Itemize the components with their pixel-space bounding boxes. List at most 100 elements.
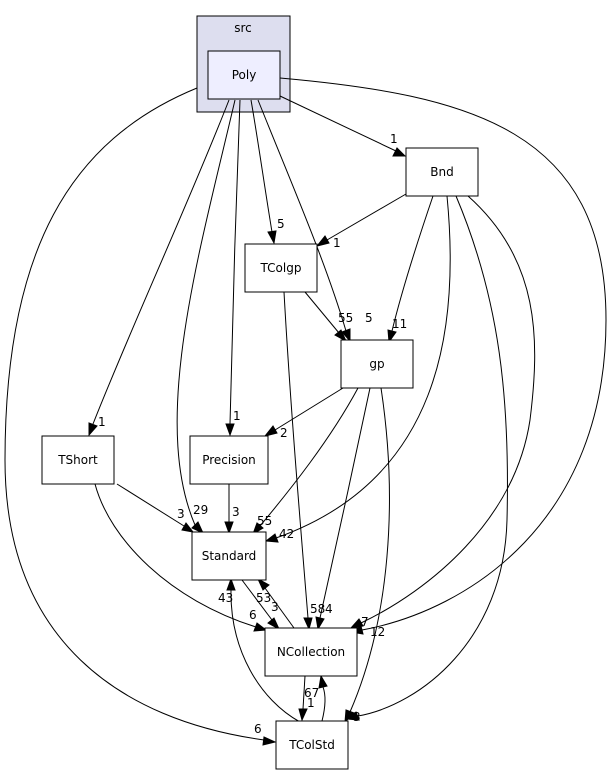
edge-tcolgp-gp[interactable] [304, 291, 340, 334]
node-ncollection-label: NCollection [277, 645, 345, 659]
label-standard-ncollection: 3 [271, 600, 279, 614]
edge-tcolstd-ncollection[interactable] [321, 686, 326, 722]
edge-tshort-standard-arrowhead [181, 522, 195, 533]
node-tshort[interactable]: TShort [41, 435, 115, 485]
edge-poly-standard-arrowhead [191, 521, 205, 535]
node-standard[interactable]: Standard [191, 531, 267, 581]
edge-standard-ncollection[interactable] [241, 579, 273, 621]
node-tshort-label: TShort [57, 453, 98, 467]
node-gp-box [340, 339, 414, 389]
label-tshort-ncollection: 43 [218, 591, 233, 605]
edge-poly-tcolstd-arrowhead [262, 736, 277, 746]
edge-bnd-ncollection-arrowhead [349, 618, 364, 629]
edge-poly-tcolgp-arrowhead [267, 230, 277, 245]
edge-poly-precision-arrowhead [225, 423, 235, 437]
node-ncollection-box [264, 627, 358, 677]
edge-ncollection-tcolstd[interactable] [302, 675, 306, 710]
label-poly-ncollection: 12 [370, 625, 385, 639]
edge-ncollection-standard-arrowhead [256, 577, 270, 591]
label-poly-gp: 5 [365, 311, 373, 325]
edge-tcolgp-ncollection[interactable] [283, 291, 309, 619]
edge-tcolgp-ncollection-arrowhead [303, 617, 313, 631]
node-precision-box [189, 435, 269, 485]
edge-poly-precision[interactable] [229, 99, 241, 425]
node-tcolstd-box [275, 720, 349, 770]
edges [4, 77, 607, 746]
node-precision-label: Precision [202, 453, 256, 467]
label-bnd-tcolstd: 3 [353, 710, 361, 724]
label-poly-tshort: 1 [98, 415, 106, 429]
node-tcolstd[interactable]: TColStd [275, 720, 349, 770]
node-gp[interactable]: gp [340, 339, 414, 389]
edge-bnd-gp[interactable] [391, 195, 434, 332]
edge-standard-ncollection-arrowhead [267, 617, 281, 631]
edge-labels: 1 5 5 1 11 55 1 1 2 29 3 3 55 42 43 3 53… [98, 132, 407, 736]
node-poly[interactable]: Poly [207, 50, 281, 100]
label-poly-bnd: 1 [390, 132, 398, 146]
edge-precision-standard-arrowhead [224, 521, 234, 535]
edge-poly-gp-arrowhead [341, 328, 351, 343]
edge-gp-precision-arrowhead [263, 425, 278, 437]
edge-poly-ncollection[interactable] [279, 77, 607, 631]
edge-tcolstd-standard[interactable] [230, 589, 301, 723]
label-precision-standard: 3 [232, 505, 240, 519]
edge-ncollection-standard[interactable] [264, 587, 295, 629]
edge-bnd-standard[interactable] [275, 195, 451, 539]
edge-tcolstd-standard-arrowhead [226, 577, 236, 591]
edge-poly-tshort-arrowhead [88, 422, 98, 437]
label-tshort-standard: 3 [177, 507, 185, 521]
label-bnd-standard: 42 [279, 527, 294, 541]
edge-poly-gp[interactable] [257, 99, 347, 332]
label-tcolgp-ncollection: 58 [310, 602, 325, 616]
node-standard-box [191, 531, 267, 581]
edge-poly-bnd[interactable] [279, 95, 397, 152]
edge-gp-ncollection[interactable] [319, 387, 371, 619]
node-precision[interactable]: Precision [189, 435, 269, 485]
label-tcolgp-gp: 55 [338, 311, 353, 325]
edge-gp-standard[interactable] [259, 387, 359, 527]
node-bnd[interactable]: Bnd [405, 147, 479, 197]
node-tshort-box [41, 435, 115, 485]
label-bnd-gp: 11 [392, 317, 407, 331]
label-tcolstd-standard: 6 [249, 608, 257, 622]
node-poly-box [207, 50, 281, 100]
node-bnd-box [405, 147, 479, 197]
edge-tshort-standard[interactable] [116, 483, 185, 527]
label-tcolstd-ncollection: 67 [304, 686, 319, 700]
edge-tcolgp-gp-arrowhead [334, 329, 348, 343]
edge-gp-standard-arrowhead [252, 522, 264, 536]
node-poly-label: Poly [232, 68, 257, 82]
edge-gp-precision[interactable] [274, 387, 344, 431]
edge-bnd-tcolgp[interactable] [326, 193, 407, 241]
edge-bnd-tcolstd[interactable] [357, 195, 508, 717]
label-ncollection-tcolstd: 1 [307, 696, 315, 710]
edge-tshort-ncollection-arrowhead [253, 622, 268, 632]
edge-tshort-ncollection[interactable] [94, 483, 257, 628]
label-poly-standard: 29 [193, 503, 208, 517]
node-tcolgp-label: TColgp [260, 261, 302, 275]
edge-bnd-standard-arrowhead [264, 533, 279, 543]
node-gp-label: gp [369, 357, 384, 371]
label-bnd-ncollection: 7 [361, 615, 369, 629]
label-bnd-tcolgp: 1 [333, 236, 341, 250]
node-tcolgp[interactable]: TColgp [244, 243, 318, 293]
node-tcolstd-label: TColStd [288, 738, 335, 752]
edge-bnd-ncollection[interactable] [360, 195, 536, 624]
label-gp-precision: 2 [280, 426, 288, 440]
edge-poly-tshort[interactable] [92, 99, 230, 425]
edge-ncollection-tcolstd-arrowhead [298, 708, 308, 722]
edge-gp-ncollection-arrowhead [315, 616, 325, 631]
edge-poly-tcolgp[interactable] [250, 99, 273, 233]
edge-poly-bnd-arrowhead [392, 147, 407, 157]
edge-tcolstd-ncollection-arrowhead [318, 674, 328, 689]
edge-bnd-gp-arrowhead [387, 329, 397, 344]
edge-gp-tcolstd[interactable] [349, 387, 390, 713]
node-tcolgp-box [244, 243, 318, 293]
node-bnd-label: Bnd [430, 165, 453, 179]
label-poly-tcolstd: 6 [254, 722, 262, 736]
node-ncollection[interactable]: NCollection [264, 627, 358, 677]
label-ncollection-standard: 53 [256, 591, 271, 605]
label-poly-precision: 1 [233, 409, 241, 423]
edge-poly-tcolstd[interactable] [4, 87, 265, 741]
edge-poly-standard[interactable] [176, 99, 236, 526]
